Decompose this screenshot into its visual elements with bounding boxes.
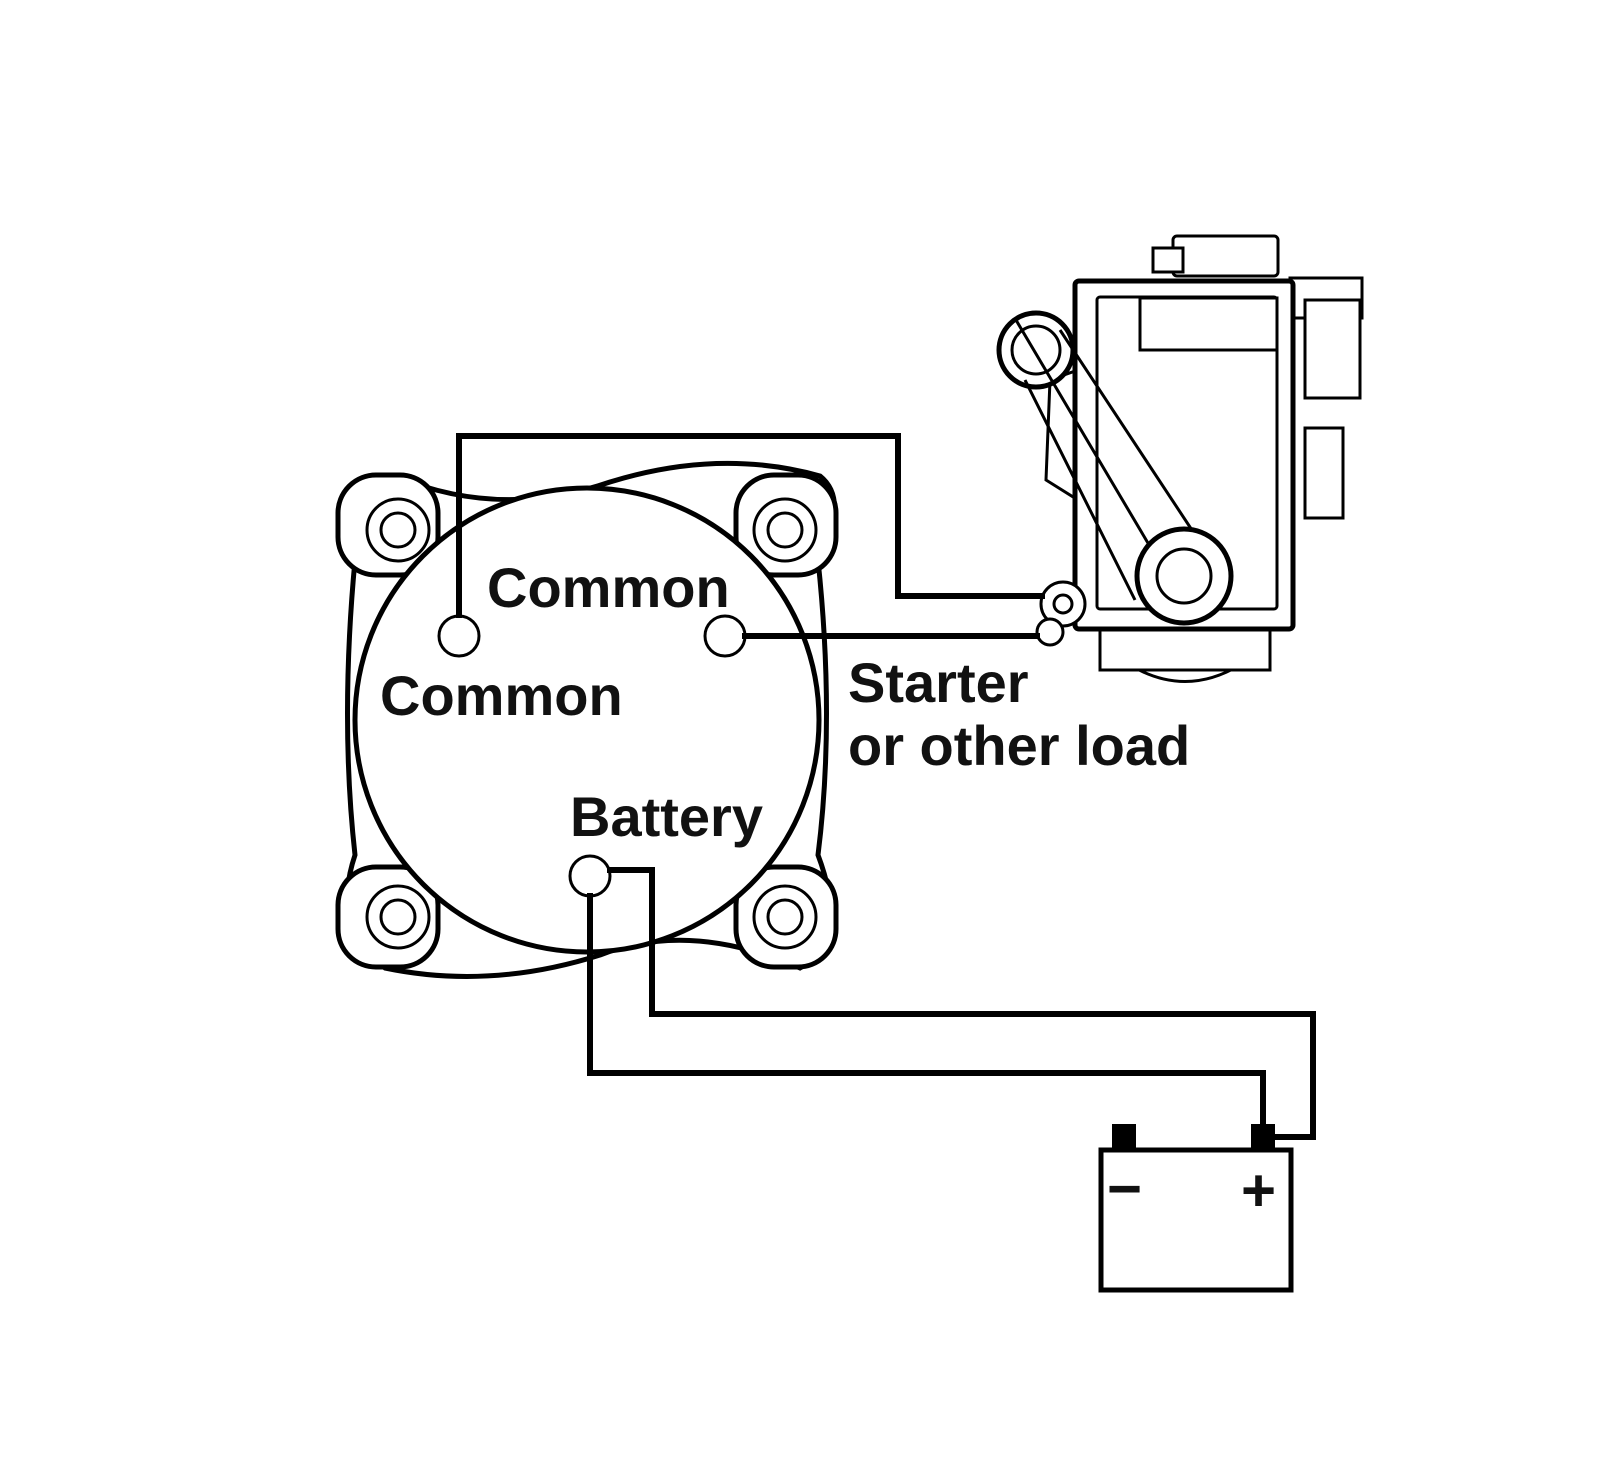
mounting-ear-bottom-left (335, 864, 441, 970)
battery-terminal (568, 854, 612, 898)
wire-battery-outer (607, 867, 1316, 1140)
battery: − + (1098, 1124, 1294, 1293)
label-starter: Starter (848, 651, 1029, 714)
battery-positive-sign: + (1241, 1157, 1276, 1224)
battery-switch (335, 460, 839, 979)
mounting-ear-bottom-right (733, 864, 839, 970)
wire-common-to-starter-upper (456, 433, 1045, 618)
mounting-ear-top-left (335, 472, 441, 578)
wire-battery-inner (587, 893, 1266, 1127)
mounting-ear-top-right (733, 472, 839, 578)
battery-negative-post (1112, 1124, 1136, 1152)
label-starter-sub: or other load (848, 714, 1190, 777)
common-left-terminal (437, 614, 481, 658)
starter-motor (996, 234, 1364, 683)
label-battery: Battery (570, 785, 763, 848)
label-common-top: Common (487, 556, 730, 619)
battery-case (1098, 1147, 1294, 1293)
battery-negative-sign: − (1107, 1155, 1142, 1222)
wires (456, 433, 1316, 1140)
battery-positive-post (1251, 1124, 1275, 1152)
starter-lug-lower (1035, 617, 1065, 647)
common-top-terminal (703, 614, 747, 658)
label-common-left: Common (380, 664, 623, 727)
